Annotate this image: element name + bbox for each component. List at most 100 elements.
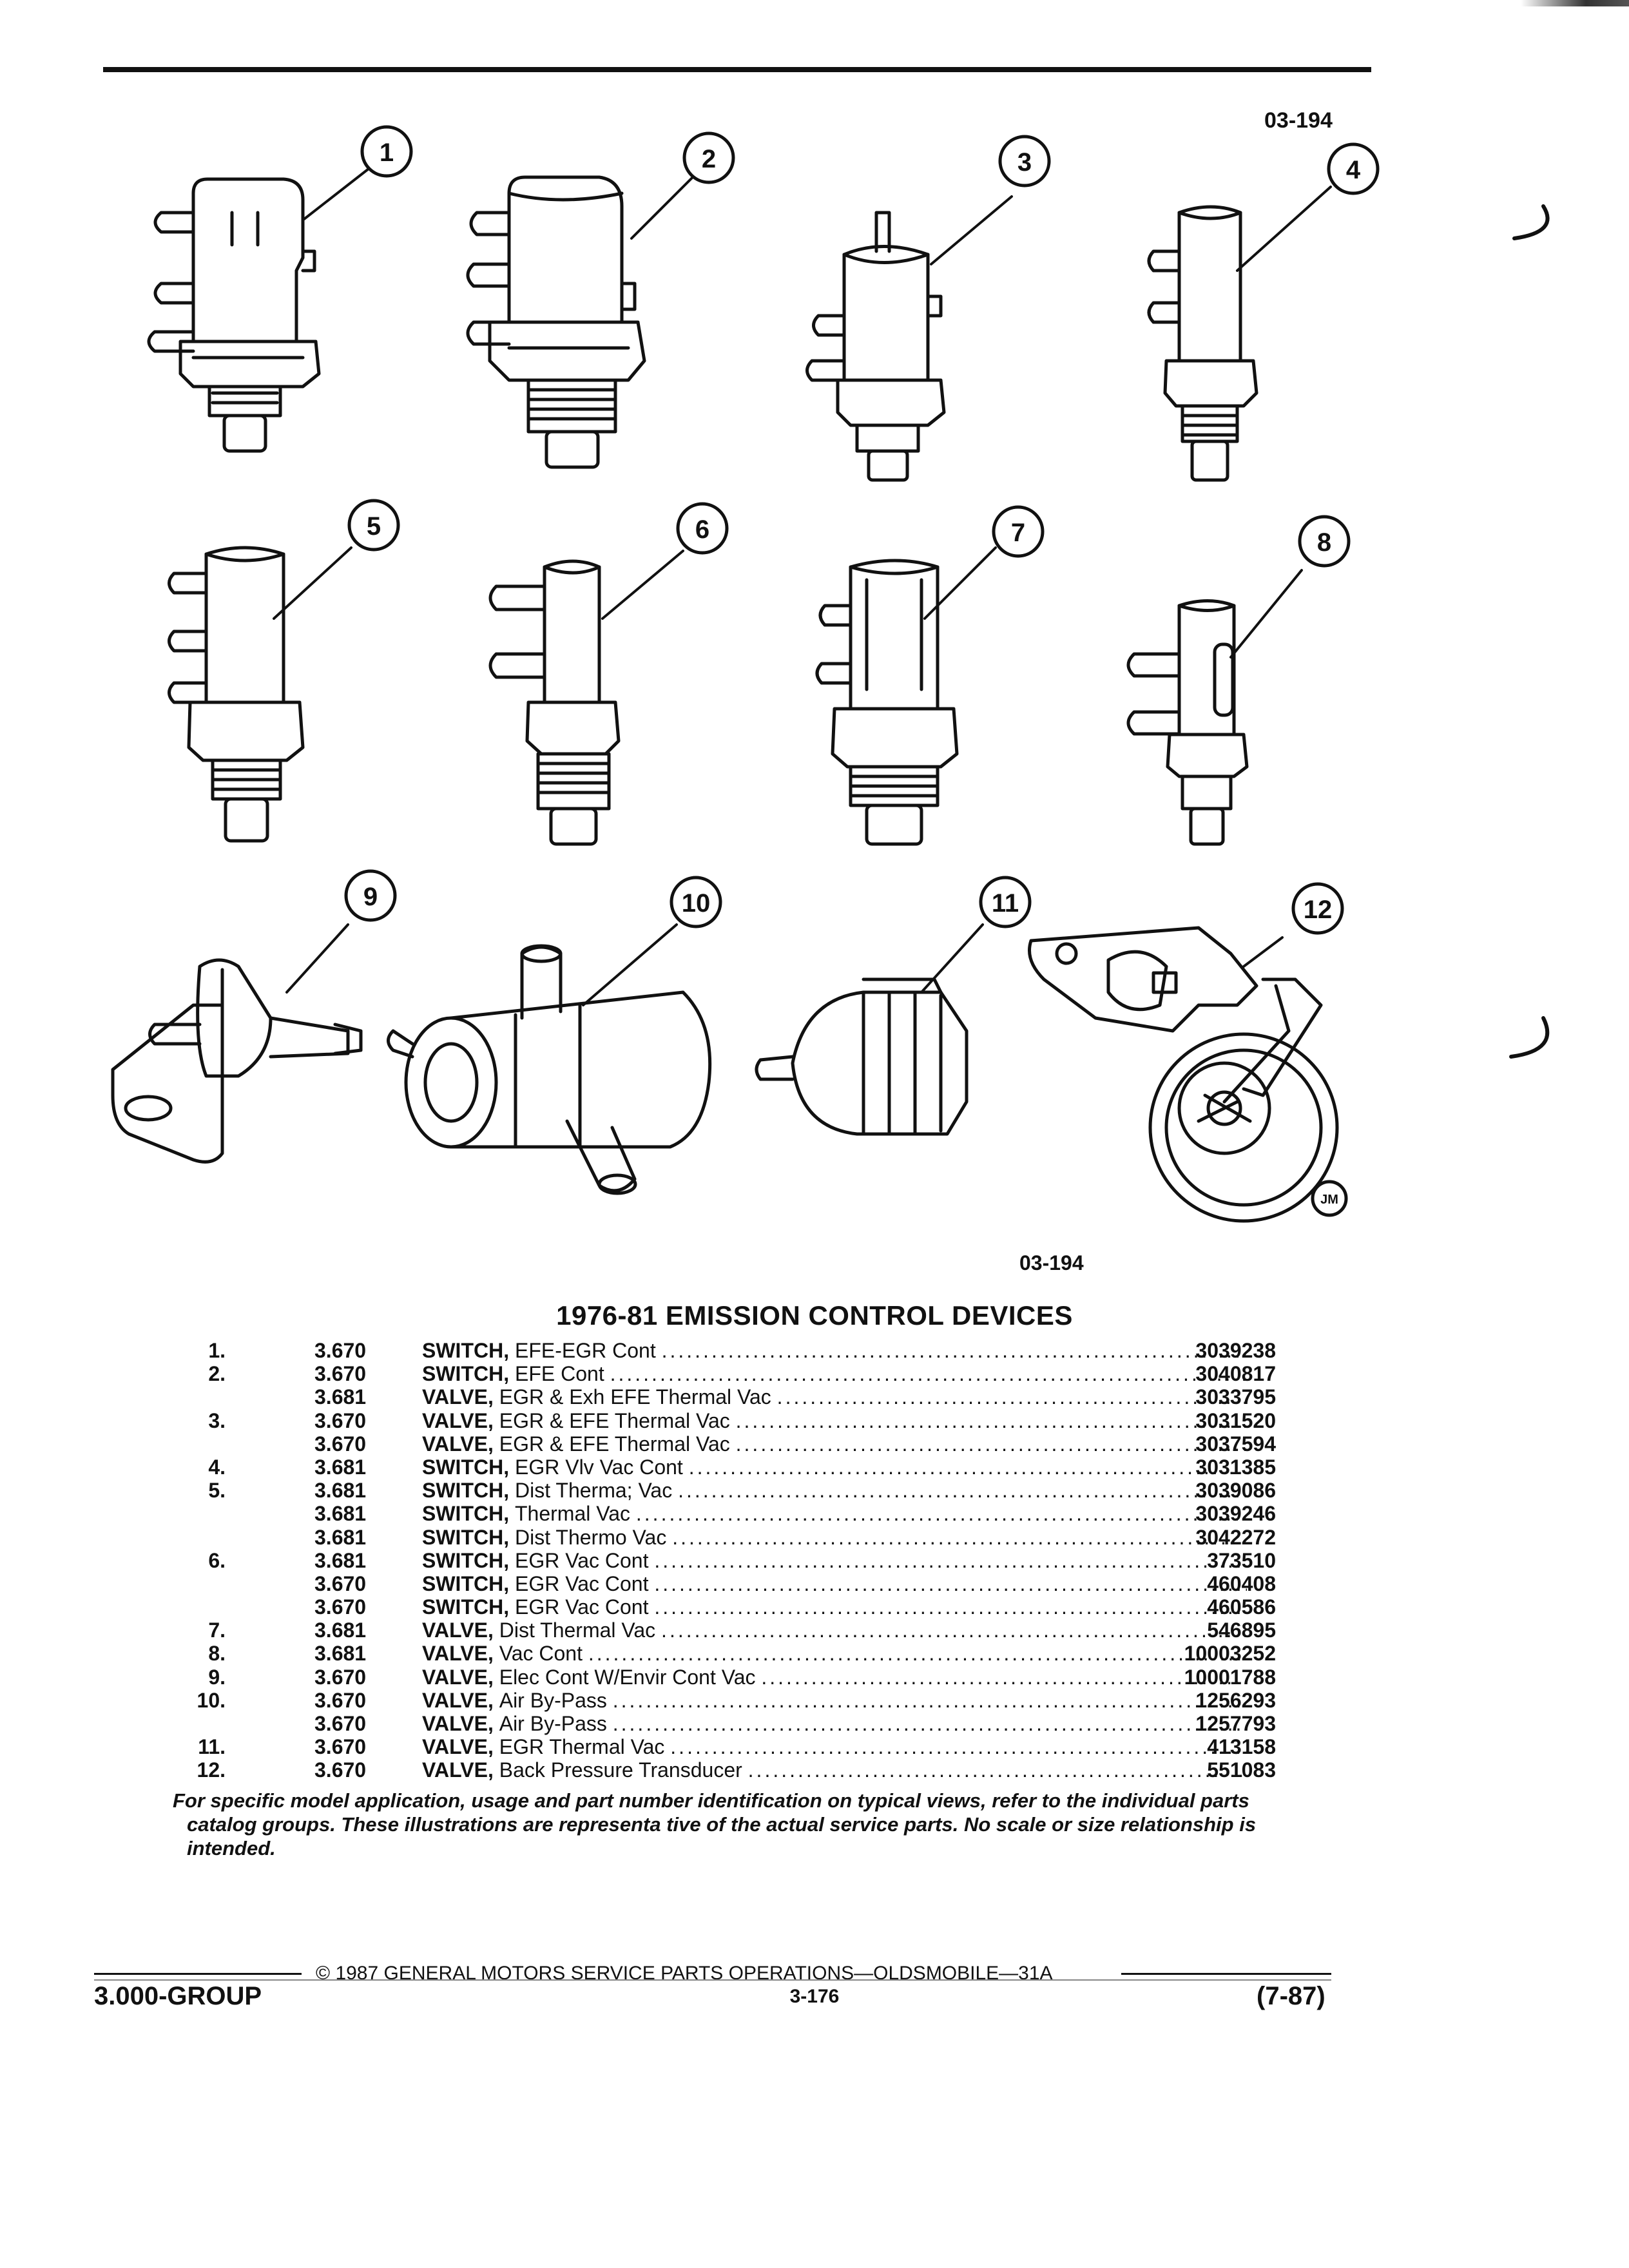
- part-detail: Dist Therma; Vac: [514, 1479, 673, 1503]
- parts-row: 3.670 VALVE, EGR & EFE Thermal Vac ......…: [168, 1432, 1276, 1456]
- part-number: 3033795: [1195, 1385, 1276, 1409]
- group-number: 3.670: [314, 1712, 367, 1735]
- item-number: 4.: [208, 1455, 226, 1479]
- part-number: 1256293: [1195, 1688, 1276, 1712]
- part-number: 3042272: [1195, 1525, 1276, 1549]
- part-number: 3039238: [1195, 1339, 1276, 1362]
- footer-rule-bottom: [94, 1979, 1331, 1981]
- group-number: 3.670: [314, 1339, 367, 1362]
- part-description: VALVE, EGR & Exh EFE Thermal Vac .......…: [422, 1385, 1247, 1408]
- callout-5: 5: [367, 512, 381, 541]
- part-type: SWITCH,: [422, 1479, 510, 1503]
- item-number: 3.: [208, 1408, 226, 1432]
- group-number: 3.670: [314, 1362, 367, 1386]
- part-type: VALVE,: [422, 1688, 494, 1712]
- part-description: VALVE, Air By-Pass .....................…: [422, 1712, 1247, 1735]
- part-description: VALVE, Elec Cont W/Envir Cont Vac ......…: [422, 1666, 1247, 1689]
- part-type: VALVE,: [422, 1619, 494, 1642]
- callout-9: 9: [363, 883, 378, 911]
- parts-row: 12. 3.670 VALVE, Back Pressure Transducer …: [168, 1758, 1276, 1782]
- part-description: VALVE, Dist Thermal Vac ................…: [422, 1619, 1247, 1642]
- callout-circles: [344, 125, 1380, 1217]
- part-description: VALVE, EGR Thermal Vac .................…: [422, 1735, 1247, 1758]
- item-number: 10.: [197, 1688, 226, 1712]
- footer-rule-right: [1121, 1973, 1331, 1975]
- group-number: 3.681: [314, 1642, 367, 1666]
- part-type: VALVE,: [422, 1758, 494, 1782]
- margin-marks: [1509, 204, 1550, 1059]
- part-type: SWITCH,: [422, 1571, 510, 1595]
- item-number: 11.: [198, 1735, 226, 1759]
- part-type: VALVE,: [422, 1432, 494, 1456]
- group-number: 3.670: [314, 1432, 367, 1456]
- group-number: 3.681: [314, 1548, 367, 1572]
- leader-dots: ........................................…: [635, 1502, 1247, 1526]
- part-description: SWITCH, EFE-EGR Cont ...................…: [422, 1339, 1247, 1362]
- group-number: 3.681: [314, 1619, 367, 1642]
- footer-copyright: © 1987 GENERAL MOTORS SERVICE PARTS OPER…: [316, 1963, 1053, 1984]
- part-detail: Elec Cont W/Envir Cont Vac: [499, 1665, 756, 1689]
- part-6-switch-drawing: [488, 559, 621, 846]
- part-detail: Air By-Pass: [499, 1688, 607, 1712]
- part-detail: Back Pressure Transducer: [499, 1758, 742, 1782]
- figure-code-bottom: 03-194: [1019, 1251, 1084, 1274]
- part-type: SWITCH,: [422, 1455, 510, 1479]
- callout-1: 1: [380, 139, 394, 167]
- part-number: 373510: [1207, 1548, 1276, 1572]
- item-number: 5.: [208, 1479, 226, 1503]
- item-number: 1.: [208, 1339, 226, 1362]
- part-11-valve-drawing: [755, 977, 969, 1136]
- part-5-switch-drawing: [168, 546, 305, 843]
- leader-dots: ........................................…: [588, 1642, 1247, 1666]
- leader-dots: ........................................…: [661, 1619, 1247, 1642]
- leader-dots: ........................................…: [672, 1525, 1247, 1549]
- group-number: 3.670: [314, 1595, 367, 1619]
- group-number: 3.670: [314, 1571, 367, 1595]
- part-number: 3031385: [1195, 1455, 1276, 1479]
- part-number: 3040817: [1195, 1362, 1276, 1386]
- part-type: SWITCH,: [422, 1548, 510, 1572]
- part-description: SWITCH, EGR Vlv Vac Cont ...............…: [422, 1456, 1247, 1479]
- part-description: VALVE, EGR & EFE Thermal Vac ...........…: [422, 1432, 1247, 1456]
- group-number: 3.670: [314, 1758, 367, 1782]
- part-detail: EFE Cont: [514, 1362, 604, 1386]
- part-number: 3039246: [1195, 1502, 1276, 1526]
- item-number: 12.: [197, 1758, 226, 1782]
- callout-6: 6: [695, 515, 709, 544]
- part-description: VALVE, Back Pressure Transducer ........…: [422, 1758, 1247, 1782]
- group-number: 3.681: [314, 1525, 367, 1549]
- item-number: 8.: [208, 1642, 226, 1666]
- group-number: 3.670: [314, 1665, 367, 1689]
- footer-rule-left: [94, 1973, 302, 1975]
- figure-code-top: 03-194: [1264, 108, 1333, 133]
- part-detail: EGR Vlv Vac Cont: [514, 1455, 683, 1479]
- usage-note: For specific model application, usage an…: [173, 1789, 1257, 1860]
- parts-row: 3.670 VALVE, Air By-Pass ................…: [168, 1712, 1276, 1735]
- part-detail: EGR & EFE Thermal Vac: [499, 1432, 730, 1456]
- item-number: 2.: [208, 1362, 226, 1386]
- part-type: VALVE,: [422, 1642, 494, 1666]
- scan-smudge: [1521, 0, 1629, 6]
- leader-dots: ........................................…: [735, 1408, 1247, 1432]
- part-1-switch-drawing: [147, 177, 321, 453]
- leader-dots: ........................................…: [735, 1432, 1247, 1456]
- callout-3: 3: [1017, 148, 1032, 177]
- part-8-valve-drawing: [1126, 599, 1249, 846]
- callout-12: 12: [1304, 896, 1333, 924]
- group-number: 3.670: [314, 1688, 367, 1712]
- callout-2: 2: [702, 145, 716, 173]
- part-number: 1257793: [1195, 1712, 1276, 1735]
- part-type: SWITCH,: [422, 1595, 510, 1619]
- callout-4: 4: [1346, 156, 1361, 184]
- leader-lines: [273, 168, 1332, 1006]
- part-detail: EGR Vac Cont: [514, 1595, 649, 1619]
- part-description: VALVE, Air By-Pass .....................…: [422, 1689, 1247, 1712]
- part-7-valve-drawing: [815, 559, 959, 846]
- footer-page: 3-176: [789, 1986, 840, 2007]
